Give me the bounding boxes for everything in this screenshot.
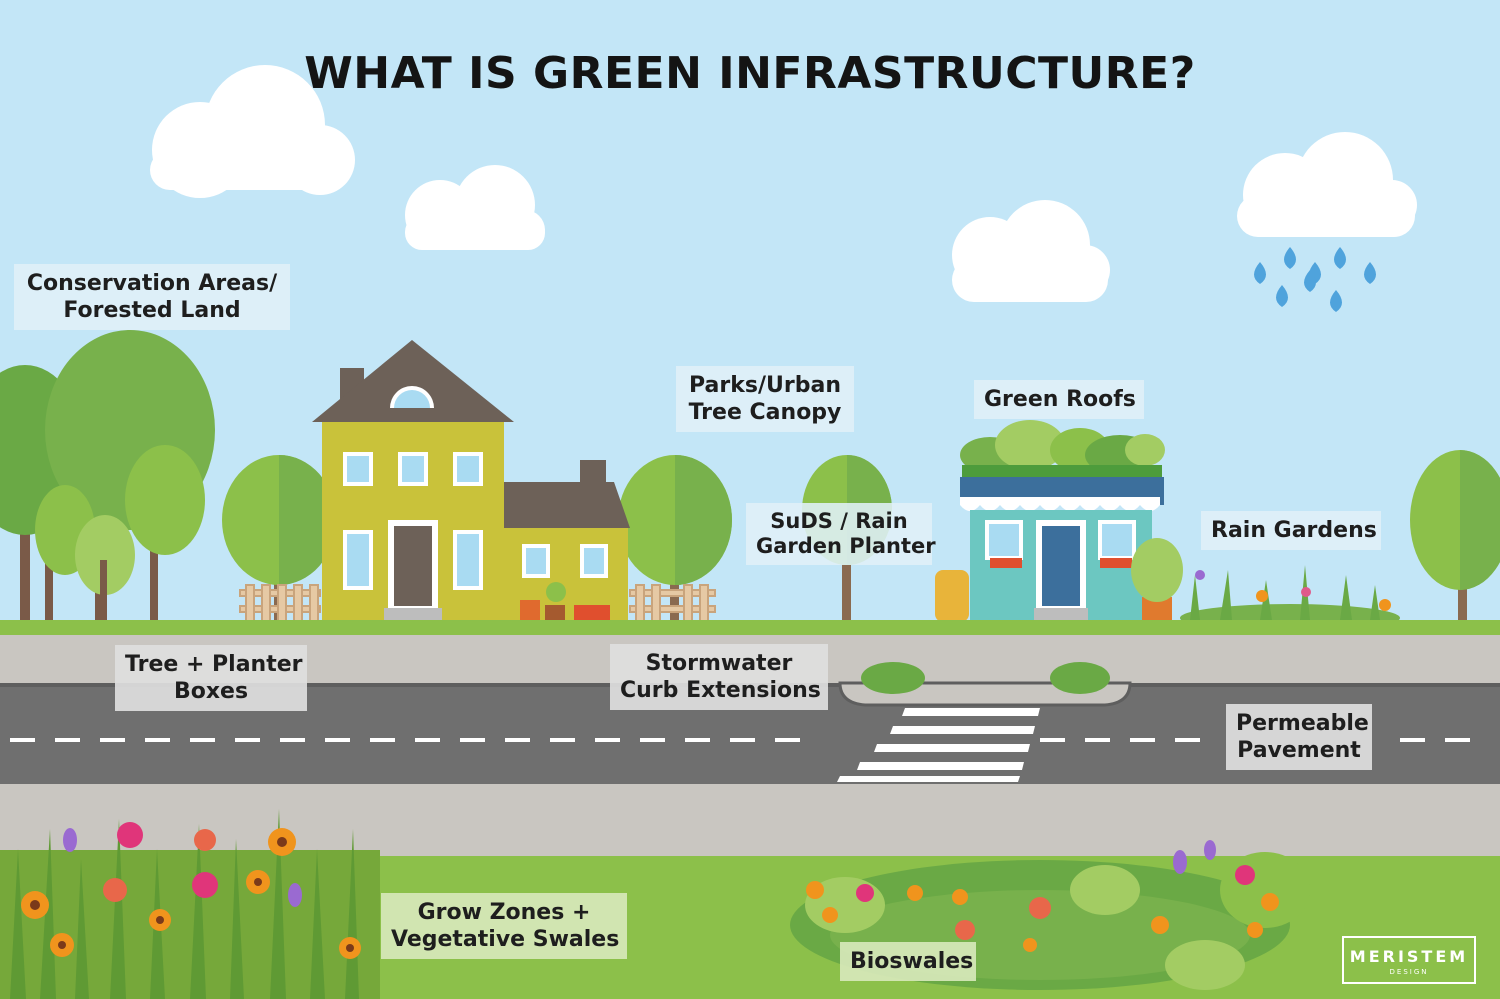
- label-green-roofs: Green Roofs: [974, 380, 1144, 419]
- crosswalk: [837, 708, 1040, 782]
- rain-drops-icon: [1254, 247, 1376, 312]
- label-line: Garden Planter: [756, 534, 936, 558]
- label-line: Conservation Areas/: [26, 271, 278, 296]
- label-grow-zones: Grow Zones + Vegetative Swales: [381, 893, 627, 959]
- label-line: SuDS / Rain: [770, 509, 908, 533]
- label-stormwater-curb-extensions: Stormwater Curb Extensions: [610, 644, 828, 710]
- label-rain-gardens: Rain Gardens: [1201, 511, 1381, 550]
- label-line: Grow Zones +: [417, 900, 591, 925]
- label-line: Forested Land: [63, 298, 241, 323]
- meristem-logo: MERISTEM DESIGN: [1342, 936, 1476, 984]
- label-parks-tree-canopy: Parks/Urban Tree Canopy: [676, 366, 854, 432]
- cloud: [405, 165, 545, 250]
- cloud: [150, 65, 355, 198]
- label-suds-rain-garden-planter: SuDS / Rain Garden Planter: [746, 503, 936, 565]
- lane-markings: [10, 738, 1470, 742]
- logo-name: MERISTEM: [1349, 947, 1469, 966]
- label-line: Tree Canopy: [688, 400, 842, 425]
- rain-cloud: [1237, 132, 1417, 237]
- label-line: Pavement: [1237, 738, 1361, 763]
- tree: [222, 455, 336, 630]
- label-permeable-pavement: Permeable Pavement: [1226, 704, 1372, 770]
- grow-zone-plants: [0, 809, 380, 999]
- label-line: Curb Extensions: [620, 678, 821, 703]
- label-line: Permeable: [1236, 711, 1369, 736]
- label-tree-planter-boxes: Tree + Planter Boxes: [115, 645, 307, 711]
- forest: [0, 330, 215, 625]
- logo-sub: DESIGN: [1389, 968, 1429, 976]
- cloud: [952, 200, 1110, 302]
- label-line: Tree + Planter: [125, 652, 303, 677]
- label-bioswales: Bioswales: [840, 942, 976, 981]
- label-line: Vegetative Swales: [391, 927, 620, 952]
- tree: [1410, 450, 1500, 630]
- label-conservation-areas: Conservation Areas/ Forested Land: [14, 264, 290, 330]
- label-line: Stormwater: [645, 651, 793, 676]
- tree: [618, 455, 732, 630]
- shop-with-green-roof: [935, 420, 1183, 627]
- label-line: Boxes: [173, 679, 249, 704]
- house: [312, 340, 630, 622]
- page-title: WHAT IS GREEN INFRASTRUCTURE?: [304, 48, 1196, 99]
- sidewalk: [0, 784, 1500, 856]
- curb-extension-plants: [861, 662, 1110, 694]
- label-line: Parks/Urban: [689, 373, 841, 398]
- grass-strip: [0, 620, 1500, 635]
